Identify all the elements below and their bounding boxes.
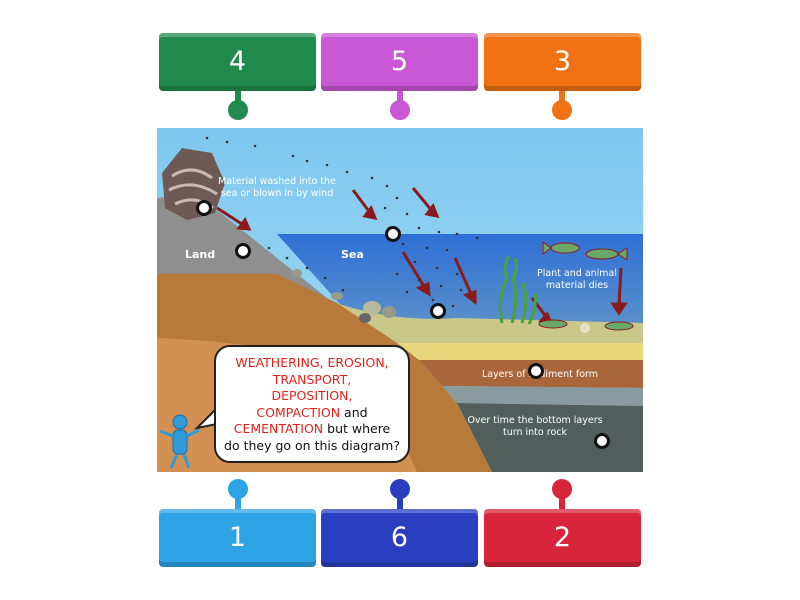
tile-pin-dot[interactable] xyxy=(390,100,410,120)
land-label: Land xyxy=(185,248,216,261)
hotspot-seabed[interactable] xyxy=(430,303,446,319)
tile-pin-dot[interactable] xyxy=(228,479,248,499)
tile-label: 5 xyxy=(390,45,409,77)
tile-pin-stem xyxy=(397,496,403,510)
tile-label: 1 xyxy=(228,521,247,553)
bubble-compaction: COMPACTION xyxy=(256,404,341,420)
tile-label: 4 xyxy=(228,45,247,77)
question-bubble: WEATHERING, EROSION, TRANSPORT, DEPOSITI… xyxy=(214,345,410,463)
tile-pin-stem xyxy=(235,496,241,510)
hotspot-rock[interactable] xyxy=(196,200,212,216)
hotspot-sea-surface[interactable] xyxy=(385,226,401,242)
bubble-but-where: but where xyxy=(323,421,391,436)
plant-animal-label: Plant and animal material dies xyxy=(536,268,618,291)
tile-label: 6 xyxy=(390,521,409,553)
bubble-cementation: CEMENTATION xyxy=(233,421,324,436)
sea-label: Sea xyxy=(341,248,364,261)
bubble-weathering: WEATHERING, EROSION, xyxy=(235,355,389,370)
answer-tile-3[interactable]: 3 xyxy=(484,33,641,91)
tile-label: 2 xyxy=(553,521,572,553)
answer-tile-6[interactable]: 6 xyxy=(321,509,478,567)
tile-pin-dot[interactable] xyxy=(552,479,572,499)
hotspot-slope[interactable] xyxy=(235,243,251,259)
tile-pin-dot[interactable] xyxy=(228,100,248,120)
answer-tile-5[interactable]: 5 xyxy=(321,33,478,91)
tile-pin-stem xyxy=(235,91,241,105)
material-washed-label: Material washed into the sea or blown in… xyxy=(218,176,336,199)
answer-tile-1[interactable]: 1 xyxy=(159,509,316,567)
tile-label: 3 xyxy=(553,45,572,77)
bubble-transport: TRANSPORT, xyxy=(272,371,352,387)
answer-tile-4[interactable]: 4 xyxy=(159,33,316,91)
bubble-and: and xyxy=(340,404,368,420)
tile-pin-stem xyxy=(397,91,403,105)
hotspot-bottom-rock[interactable] xyxy=(594,433,610,449)
bottom-layers-label: Over time the bottom layers turn into ro… xyxy=(467,415,603,438)
hotspot-sediment-layers[interactable] xyxy=(528,363,544,379)
tile-pin-stem xyxy=(559,496,565,510)
tile-pin-stem xyxy=(559,91,565,105)
tile-pin-dot[interactable] xyxy=(552,100,572,120)
tile-pin-dot[interactable] xyxy=(390,479,410,499)
bubble-question: do they go on this diagram? xyxy=(224,437,400,453)
answer-tile-2[interactable]: 2 xyxy=(484,509,641,567)
bubble-deposition: DEPOSITION, xyxy=(271,388,353,403)
